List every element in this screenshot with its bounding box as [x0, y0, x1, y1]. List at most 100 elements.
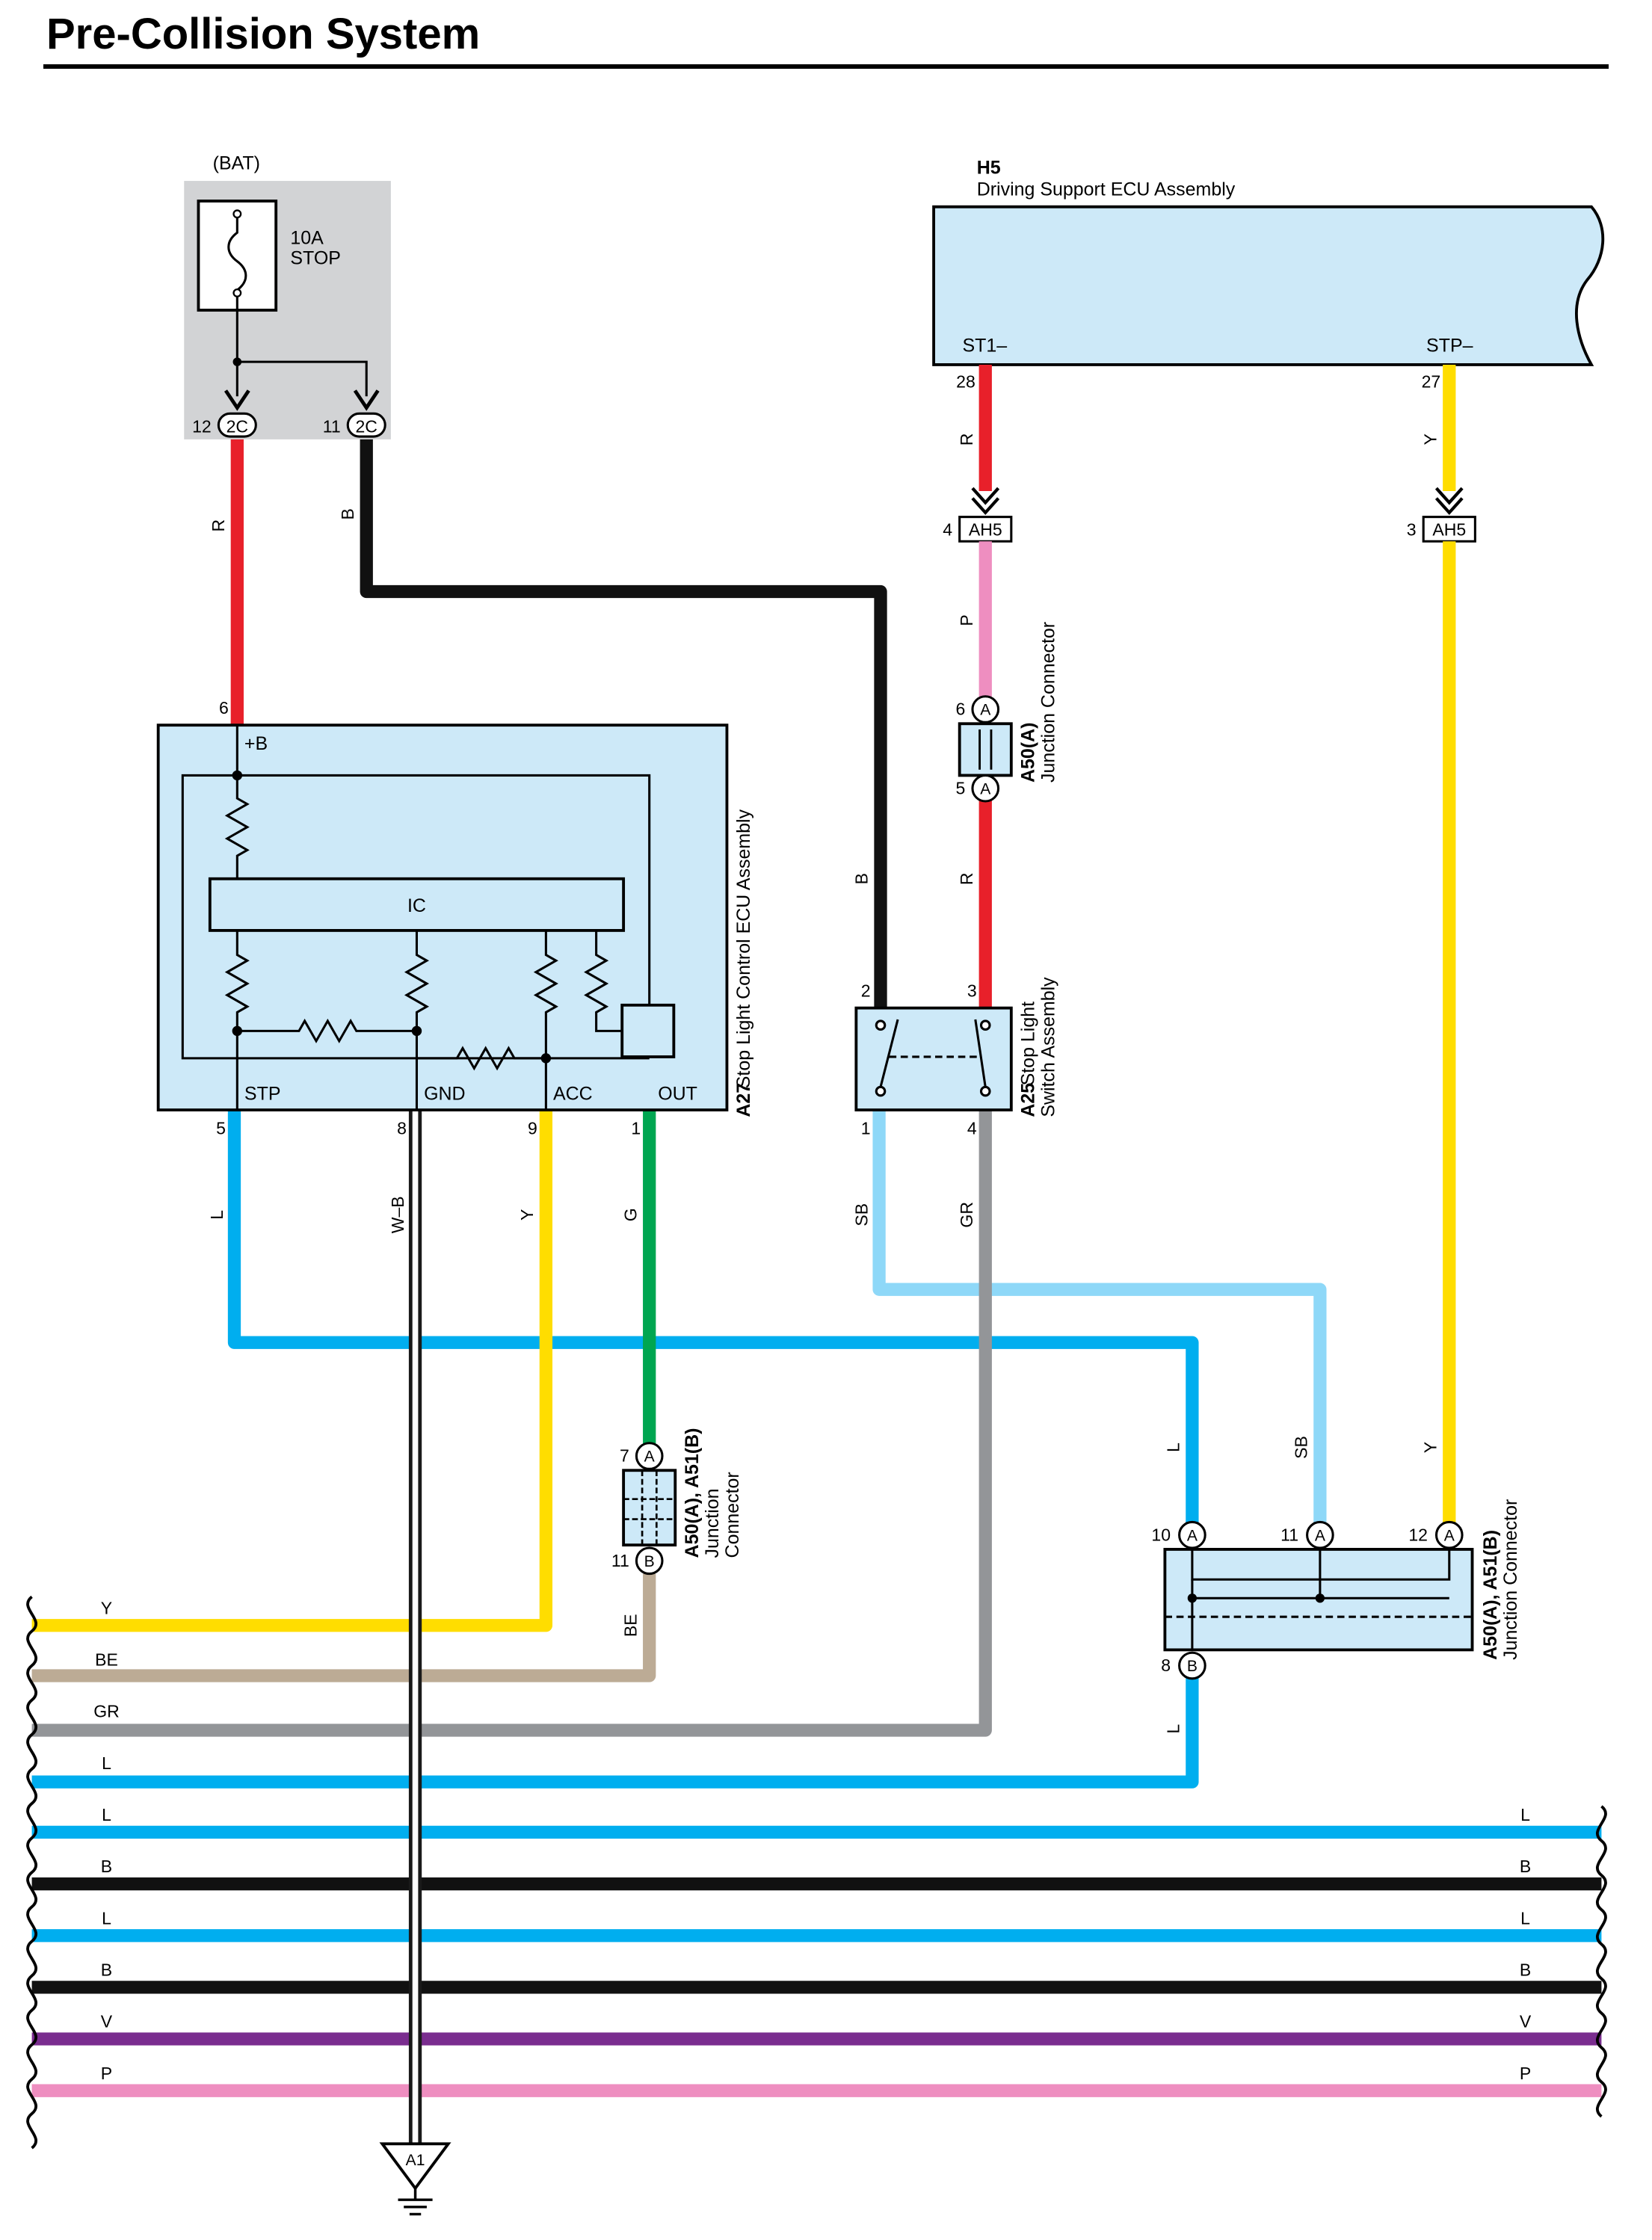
- label-ah5-p: P: [957, 614, 976, 626]
- harness-left-label-p: P: [101, 2064, 112, 2083]
- a27-terminal-stp: STP: [244, 1084, 281, 1105]
- a25-pin-1: 1: [861, 1119, 871, 1138]
- wire-y-acc: [31, 1110, 553, 1632]
- a25-pin-2: 2: [861, 981, 871, 1000]
- fuse-pin-11: 11: [323, 416, 341, 436]
- large-junction-id: A50(A), A51(B): [1480, 1530, 1501, 1660]
- a50a-pin-top-letter: A: [980, 702, 991, 719]
- a25-name-line2: Switch Assembly: [1038, 977, 1058, 1117]
- harness-left-label-l1: L: [102, 1753, 111, 1773]
- a27-internal-circuit: [181, 725, 651, 1111]
- large-junction-pin-8-circle: [1178, 1651, 1206, 1680]
- h5-id: H5: [977, 157, 1001, 178]
- fuse-internal-wiring: [235, 295, 368, 397]
- h5-terminal-stp: STP–: [1426, 336, 1473, 357]
- ah5-arrow-right-icon: [1434, 487, 1464, 516]
- a27-id: A27: [733, 1083, 754, 1117]
- large-junction-pin-11-letter: A: [1315, 1527, 1326, 1544]
- wires: [31, 364, 1602, 2147]
- wire-b-bat: [360, 439, 887, 1008]
- label-bat-r: R: [209, 519, 228, 532]
- a50a-pin-bottom-circle: [971, 774, 1000, 803]
- harness-left-label-b2: B: [101, 1960, 112, 1980]
- a27-node-4: [540, 1053, 552, 1064]
- a50a-name: Junction Connector: [1038, 622, 1058, 783]
- label-jl-bottom-l: L: [1164, 1724, 1183, 1733]
- a27-ic-block: [208, 877, 626, 932]
- fuse-source-label: (BAT): [213, 153, 260, 174]
- small-junction-pin-a-circle: [635, 1442, 664, 1470]
- a27-node-1: [232, 770, 243, 781]
- fuse-terminal-top: [232, 209, 242, 219]
- large-junction-pin-12-circle: [1434, 1520, 1464, 1549]
- large-junction-pin-10: 10: [1151, 1525, 1171, 1544]
- a50a-pin-6: 6: [956, 700, 966, 719]
- ground-a1-triangle: [379, 2142, 451, 2191]
- a50a-pin-top-circle: [971, 695, 1000, 723]
- a50a-junction-bars: [978, 729, 993, 770]
- large-junction-pin-10-circle: [1178, 1520, 1206, 1549]
- small-junction-pin-7: 7: [620, 1446, 629, 1466]
- a25-id: A25: [1018, 1083, 1039, 1117]
- a27-terminal-out: OUT: [658, 1084, 697, 1105]
- small-junction-box: [622, 1469, 677, 1547]
- wire-l-stp: [227, 1110, 1199, 1525]
- label-sb: SB: [852, 1203, 872, 1227]
- a27-node-3: [411, 1025, 422, 1037]
- ah5-left-label: AH5: [969, 520, 1002, 540]
- fuse-arrow-left-icon: [224, 389, 250, 411]
- wire-sb: [872, 1110, 1327, 1525]
- harness-left-label-b1: B: [101, 1857, 112, 1876]
- fuse-pin-12: 12: [192, 416, 212, 436]
- a27-pin-8: 8: [397, 1119, 407, 1138]
- small-junction-pin-b-letter: B: [644, 1553, 655, 1570]
- ah5-connector-left: [958, 516, 1013, 543]
- a27-pin-9: 9: [528, 1119, 537, 1138]
- a25-switch-contacts: [875, 1019, 991, 1097]
- small-junction-internal: [623, 1470, 676, 1546]
- label-gnd-wb: W–B: [388, 1196, 407, 1233]
- label-h5-r: R: [957, 434, 976, 446]
- large-junction-pin-8-letter: B: [1187, 1658, 1198, 1675]
- h5-terminal-st1: ST1–: [963, 336, 1008, 357]
- wire-be: [31, 1573, 656, 1682]
- harness-left-label-gr: GR: [93, 1702, 120, 1721]
- harness-left-label-v: V: [101, 2012, 113, 2031]
- a50a-id: A50(A): [1018, 723, 1039, 783]
- large-junction-pin-12-letter: A: [1444, 1527, 1455, 1544]
- large-junction-pin-12: 12: [1408, 1525, 1428, 1544]
- label-a50-r: R: [957, 872, 976, 885]
- fuse-name: STOP: [290, 247, 341, 268]
- a25-name-line1: Stop Light: [1018, 1002, 1039, 1086]
- harness-break-left: [26, 1595, 38, 2150]
- fuse-split-node: [232, 357, 242, 366]
- connector-2c-right: [346, 412, 386, 438]
- a27-pin-5: 5: [216, 1119, 226, 1138]
- label-switch-b: B: [852, 873, 872, 884]
- a27-pin-1: 1: [631, 1119, 641, 1138]
- page-title: Pre-Collision System: [46, 10, 481, 58]
- a27-out-transistor-box: [620, 1003, 676, 1058]
- ah5-pin-4: 4: [943, 520, 952, 540]
- harness-break-right: [1595, 1805, 1607, 2118]
- a25-pin-4: 4: [967, 1119, 977, 1138]
- large-junction-pin-11: 11: [1280, 1525, 1298, 1544]
- ah5-connector-right: [1422, 516, 1476, 543]
- ah5-pin-3: 3: [1407, 520, 1417, 540]
- label-out-g: G: [620, 1208, 640, 1221]
- large-junction-pin-11-circle: [1306, 1520, 1334, 1549]
- label-jl-sb: SB: [1292, 1436, 1311, 1459]
- a50a-pin-5: 5: [956, 778, 966, 797]
- small-junction-id: A50(A), A51(B): [682, 1428, 703, 1558]
- a27-terminal-plus-b: +B: [244, 733, 268, 754]
- large-junction-pin-8: 8: [1161, 1656, 1171, 1675]
- label-acc-y: Y: [517, 1209, 537, 1221]
- ground-a1-label: A1: [406, 2152, 425, 2169]
- a27-ic-label: IC: [407, 895, 426, 916]
- a50a-junction-box: [958, 722, 1013, 777]
- harness-left-label-be: BE: [95, 1650, 118, 1670]
- a27-terminal-acc: ACC: [553, 1084, 593, 1105]
- label-jl-y: Y: [1420, 1442, 1440, 1453]
- small-junction-name-1: Junction: [702, 1488, 723, 1558]
